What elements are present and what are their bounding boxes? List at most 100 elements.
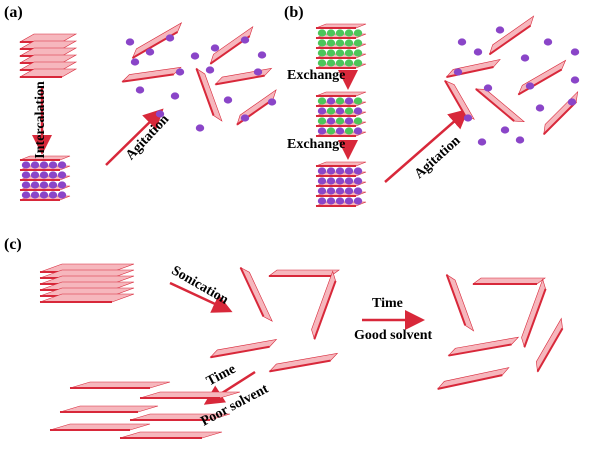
nanosheet-face: [131, 22, 183, 59]
exchange-molecule: [353, 59, 363, 67]
dispersed-nanosheet: [239, 266, 273, 322]
intercalant-molecule: [48, 181, 58, 189]
intercalant-molecule: [353, 187, 363, 195]
dispersed-nanosheet: [268, 352, 339, 373]
dispersed-nanosheet: [209, 339, 278, 359]
exchange-molecule: [335, 59, 345, 67]
nanosheet-face: [543, 90, 579, 136]
panel-c-label: (c): [4, 236, 22, 253]
dispersed-nanosheet: [214, 67, 273, 86]
intercalant-molecule: [30, 161, 40, 169]
intercalant-molecule: [495, 26, 505, 34]
exchange-molecule: [317, 59, 327, 67]
nanosheet-edge: [517, 68, 563, 96]
intercalant-molecule: [145, 48, 155, 56]
dispersed-nanosheet: [195, 67, 223, 122]
nanosheet-edge: [446, 66, 494, 78]
intercalant-molecule: [570, 76, 580, 84]
panel-a-agitation-arrow: [105, 108, 164, 166]
dispersed-nanosheet: [445, 58, 501, 78]
intercalant-molecule: [210, 44, 220, 52]
intercalant-molecule: [317, 167, 327, 175]
nanosheet-edge: [239, 267, 265, 317]
intercalant-molecule: [335, 127, 345, 135]
intercalant-molecule: [195, 124, 205, 132]
dispersed-nanosheet: [236, 89, 277, 126]
nanosheet-face: [535, 317, 563, 373]
intercalant-molecule: [326, 167, 336, 175]
intercalant-molecule: [21, 181, 31, 189]
exchange-molecule: [335, 117, 345, 125]
exchange-molecule: [344, 29, 354, 37]
intercalant-molecule: [317, 187, 327, 195]
intercalant-molecule: [130, 58, 140, 66]
dispersed-nanosheet: [517, 59, 567, 96]
intercalation-label: Intercalation: [32, 81, 48, 159]
intercalant-molecule: [257, 51, 267, 59]
panel-a-dispersed-sheets: [121, 22, 277, 132]
intercalant-molecule: [344, 117, 354, 125]
nanosheet-face: [521, 278, 546, 349]
nanosheet-edge: [210, 345, 270, 359]
panel-c: [39, 263, 564, 439]
panel-a-layered-stack: [18, 33, 78, 78]
panel-b-label: (b): [284, 4, 304, 21]
intercalant-molecule: [135, 86, 145, 94]
nanosheet-face: [517, 59, 567, 96]
nanosheet-face: [445, 58, 501, 78]
intercalant-molecule: [57, 171, 67, 179]
intercalant-molecule: [463, 114, 473, 122]
intercalant-molecule: [344, 177, 354, 185]
exchange-molecule: [317, 39, 327, 47]
intercalant-molecule: [175, 68, 185, 76]
dispersed-nanosheet: [474, 88, 526, 122]
dispersed-nanosheet: [121, 66, 182, 83]
exchange-molecule: [344, 39, 354, 47]
intercalant-molecule: [567, 98, 577, 106]
exchange-molecule: [344, 59, 354, 67]
intercalant-molecule: [317, 127, 327, 135]
nanosheet-edge: [195, 68, 215, 116]
intercalant-molecule: [57, 191, 67, 199]
exchange-molecule: [317, 29, 327, 37]
intercalant-molecule: [457, 38, 467, 46]
dispersed-nanosheet: [472, 277, 546, 285]
dispersed-nanosheet: [521, 278, 547, 349]
intercalant-molecule: [500, 126, 510, 134]
exchange-molecule: [326, 39, 336, 47]
intercalant-molecule: [335, 167, 345, 175]
panel-c-sonication-arrow: [169, 281, 233, 313]
nanosheet-edge: [445, 274, 467, 326]
intercalant-molecule: [39, 181, 49, 189]
panel-c-dispersed-sheets-2: [436, 273, 564, 390]
intercalant-molecule: [344, 97, 354, 105]
intercalant-molecule: [39, 191, 49, 199]
dispersed-nanosheet: [543, 90, 579, 136]
intercalant-molecule: [353, 107, 363, 115]
intercalant-molecule: [326, 187, 336, 195]
intercalant-molecule: [125, 38, 135, 46]
exchange-label-1: Exchange: [287, 68, 346, 83]
intercalant-molecule: [353, 197, 363, 205]
dispersed-nanosheet: [268, 269, 340, 277]
nanosheet-edge: [536, 327, 564, 373]
exchange-molecule: [326, 127, 336, 135]
nanosheet-face: [488, 15, 535, 56]
dispersed-nanosheet: [311, 270, 337, 341]
nanosheet-face: [446, 273, 475, 332]
exchange-molecule: [353, 39, 363, 47]
exchange-molecule: [317, 49, 327, 57]
intercalant-molecule: [525, 82, 535, 90]
intercalant-molecule: [335, 197, 345, 205]
dispersed-nanosheet: [444, 80, 475, 120]
intercalant-molecule: [21, 191, 31, 199]
nanosheet-edge: [122, 73, 174, 83]
dispersed-nanosheet: [447, 336, 520, 357]
intercalant-molecule: [48, 161, 58, 169]
panel-b-mixed-stack: [315, 91, 367, 137]
exchange-molecule: [344, 127, 354, 135]
nanosheet-face: [436, 367, 510, 390]
intercalant-molecule: [240, 114, 250, 122]
panel-a: [18, 22, 277, 201]
intercalant-molecule: [520, 54, 530, 62]
